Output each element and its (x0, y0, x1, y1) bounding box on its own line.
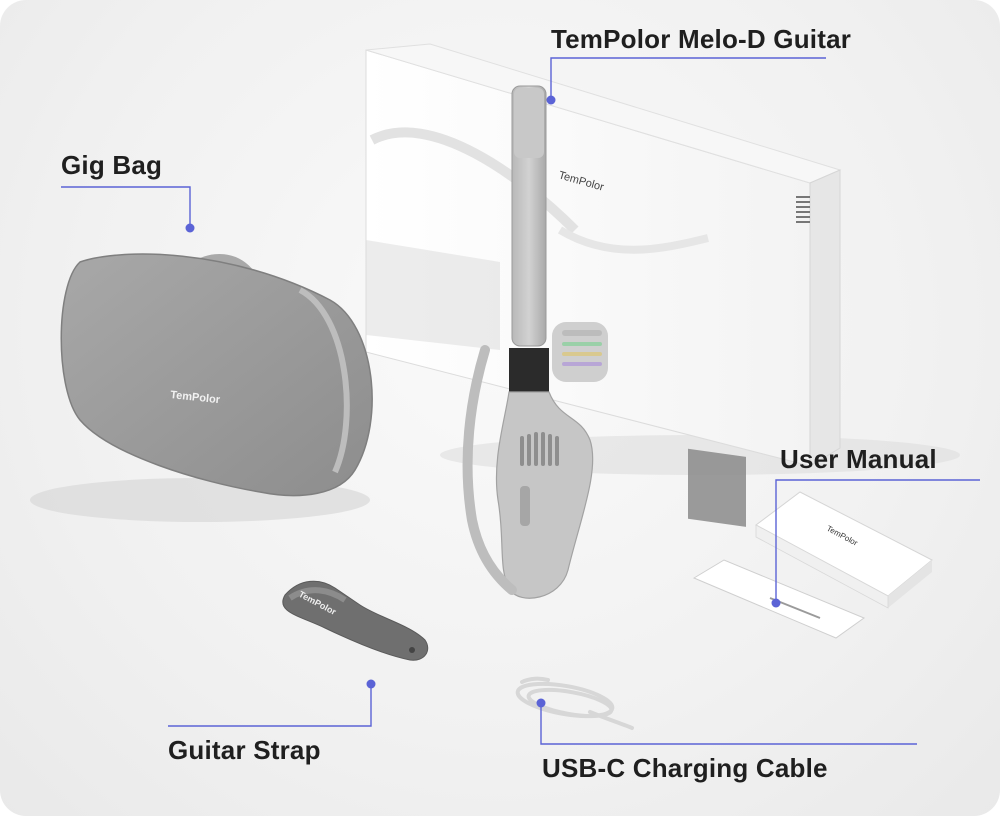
leader-dots (185, 95, 781, 708)
label-user-manual: User Manual (780, 444, 937, 474)
leader-dot-user-manual (771, 598, 781, 608)
label-guitar: TemPolor Melo-D Guitar (551, 24, 852, 54)
guitar-strap: TemPolor (282, 580, 429, 661)
gig-bag: TemPolor (60, 253, 373, 497)
label-guitar-strap: Guitar Strap (168, 735, 321, 765)
leader-dot-gig-bag (185, 223, 195, 233)
leader-line-guitar-strap (168, 684, 372, 727)
leader-dot-usb-cable (536, 698, 546, 708)
label-gig-bag: Gig Bag (61, 150, 163, 180)
leader-line-user-manual (775, 479, 980, 603)
leader-dot-guitar (546, 95, 556, 105)
leader-lines (61, 57, 980, 745)
usb-c-cable (515, 676, 634, 730)
guitar (462, 85, 594, 599)
label-usb-cable: USB-C Charging Cable (542, 753, 828, 783)
leader-line-usb-cable (540, 703, 917, 745)
bag-logo: TemPolor (170, 389, 222, 406)
user-manual: TemPolor (692, 491, 933, 639)
leader-dot-guitar-strap (366, 679, 376, 689)
leader-line-gig-bag (61, 186, 191, 228)
leader-line-guitar (550, 57, 826, 100)
